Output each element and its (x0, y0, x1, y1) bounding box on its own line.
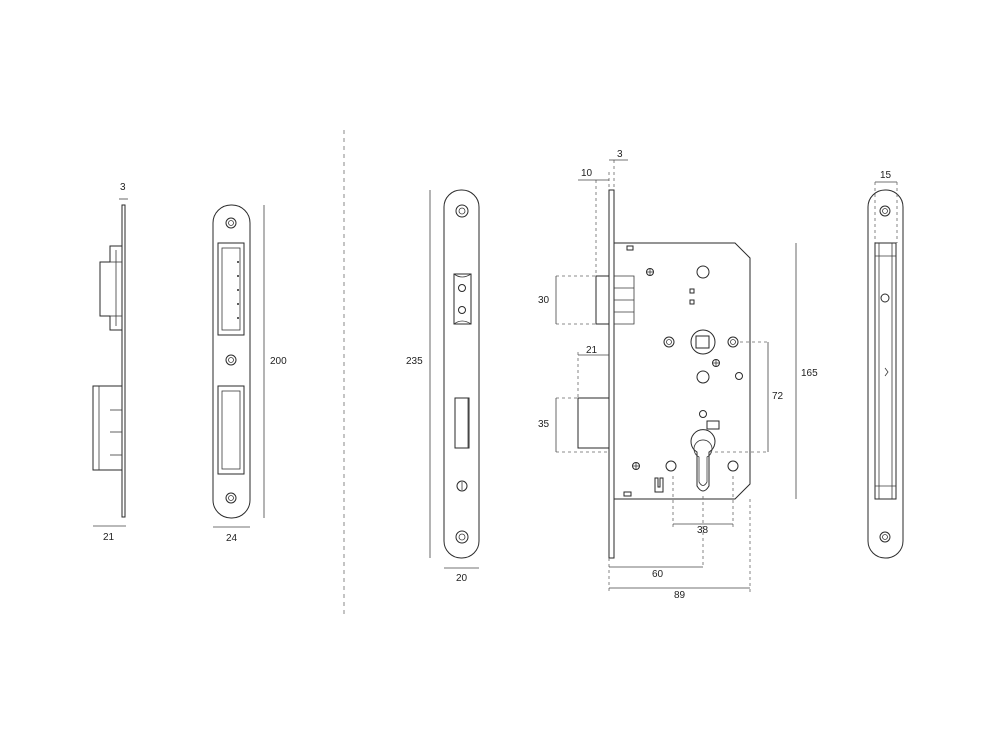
strike-side-thickness-label: 3 (120, 182, 126, 193)
strike-front-view: 200 24 (212, 204, 287, 544)
deadbolt-projection-label: 21 (586, 345, 598, 356)
lock-face-thickness-label: 3 (617, 149, 623, 160)
latch-height-label: 30 (538, 295, 550, 306)
deadbolt-height-label: 35 (538, 419, 550, 430)
faceplate-width-label: 20 (456, 573, 468, 584)
faceplate-length-label: 235 (406, 356, 423, 367)
edge-view-width-label: 15 (880, 170, 892, 181)
backset-label: 60 (652, 569, 664, 580)
case-depth-label: 89 (674, 590, 686, 601)
strike-front-width-label: 24 (226, 533, 238, 544)
faceplate-view: 235 20 (406, 189, 480, 584)
lock-body-height-label: 165 (801, 368, 818, 379)
strike-front-height-label: 200 (270, 356, 287, 367)
lock-top-offset-label: 10 (581, 168, 593, 179)
cylinder-width-label: 38 (697, 525, 709, 536)
lock-body-view: 10 3 30 21 35 72 165 38 60 (538, 149, 818, 601)
edge-view: 15 (867, 170, 904, 559)
strike-side-depth-label: 21 (103, 532, 115, 543)
strike-side-view: 3 21 (92, 182, 128, 543)
center-distance-label: 72 (772, 391, 784, 402)
